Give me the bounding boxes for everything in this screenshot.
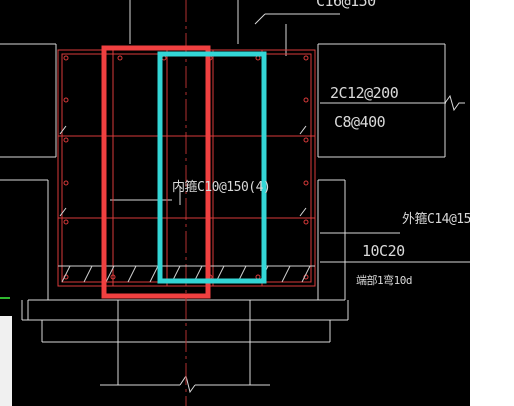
section-drawing <box>0 0 470 406</box>
highlight-red-box <box>101 45 211 299</box>
highlight-cyan-box <box>157 51 267 284</box>
label-anchorage: 端部1弯10d <box>356 274 413 287</box>
label-bottom-bars: 10C20 <box>362 242 405 260</box>
label-side-bars: 2C12@200 <box>330 84 399 102</box>
side-panel <box>0 316 12 406</box>
label-outer-stirrup: 外箍C14@15 <box>402 212 470 227</box>
label-top-bars: C16@150 <box>316 0 376 10</box>
rebar-dots <box>63 55 309 280</box>
hatch-pattern <box>58 265 315 283</box>
cad-canvas[interactable]: C16@150 2C12@200 C8@400 内箍C10@150(4) 外箍C… <box>0 0 470 406</box>
label-tie: C8@400 <box>334 113 386 131</box>
wall-outline <box>0 0 470 394</box>
label-inner-stirrup: 内箍C10@150(4) <box>172 180 271 195</box>
tie-hooks <box>59 125 307 217</box>
